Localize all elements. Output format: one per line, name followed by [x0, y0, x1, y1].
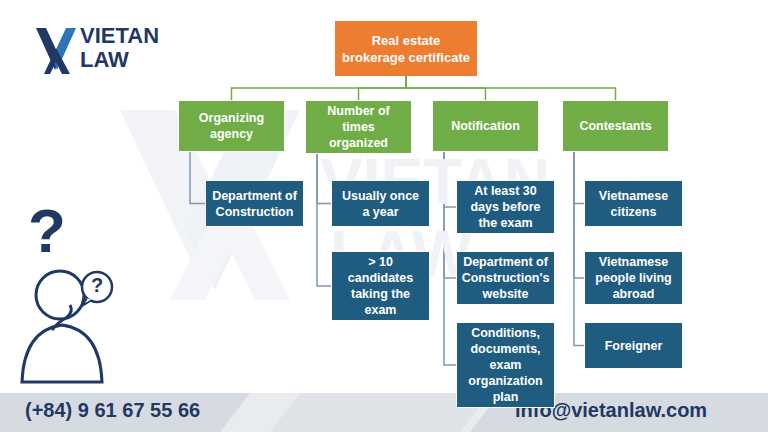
- box-text: Number of times organized: [311, 103, 406, 151]
- detail-box: At least 30 days before the exam: [456, 180, 555, 234]
- root-box: Real estate brokerage certificate: [335, 21, 477, 76]
- detail-box: Vietnamese people living abroad: [584, 251, 683, 305]
- connector-line: [359, 76, 407, 100]
- detail-box: Department of Construction: [205, 180, 304, 227]
- logo-icon: [0, 0, 90, 90]
- box-text: Usually once a year: [337, 188, 424, 220]
- connector-line: [574, 152, 584, 204]
- box-text: > 10 candidates taking the exam: [337, 254, 424, 318]
- box-text: Conditions, documents, exam organization…: [462, 325, 549, 405]
- connector-line: [406, 76, 616, 100]
- phone-number: (+84) 9 61 67 55 66: [25, 400, 200, 420]
- box-text: Department of Construction's website: [462, 254, 550, 302]
- box-text: Foreigner: [605, 338, 663, 354]
- question-mark: ?: [28, 200, 66, 262]
- connector-line: [574, 152, 584, 346]
- connector-line: [232, 76, 407, 100]
- category-box: Number of times organized: [305, 100, 412, 154]
- box-text: Vietnamese people living abroad: [590, 254, 677, 302]
- detail-box: Foreigner: [584, 322, 683, 369]
- box-text: Department of Construction: [211, 188, 298, 220]
- category-box: Contestants: [562, 100, 669, 152]
- box-text: Contestants: [579, 118, 651, 134]
- detail-box: > 10 candidates taking the exam: [331, 251, 430, 321]
- box-text: At least 30 days before the exam: [462, 183, 549, 231]
- connector-line: [574, 152, 584, 278]
- logo-text: VIETAN: [80, 25, 159, 47]
- connector-line: [190, 152, 205, 204]
- logo-text: LAW: [80, 49, 129, 71]
- box-text: Notification: [451, 118, 520, 134]
- detail-box: Vietnamese citizens: [584, 180, 683, 227]
- detail-box: Conditions, documents, exam organization…: [456, 322, 555, 408]
- detail-box: Department of Construction's website: [456, 251, 555, 305]
- category-box: Notification: [432, 100, 539, 152]
- question-mark: ?: [91, 275, 103, 295]
- box-text: Vietnamese citizens: [590, 188, 677, 220]
- box-text: Organizing agency: [184, 110, 279, 142]
- detail-box: Usually once a year: [331, 180, 430, 227]
- category-box: Organizing agency: [178, 100, 285, 152]
- box-text: Real estate brokerage certificate: [340, 32, 472, 66]
